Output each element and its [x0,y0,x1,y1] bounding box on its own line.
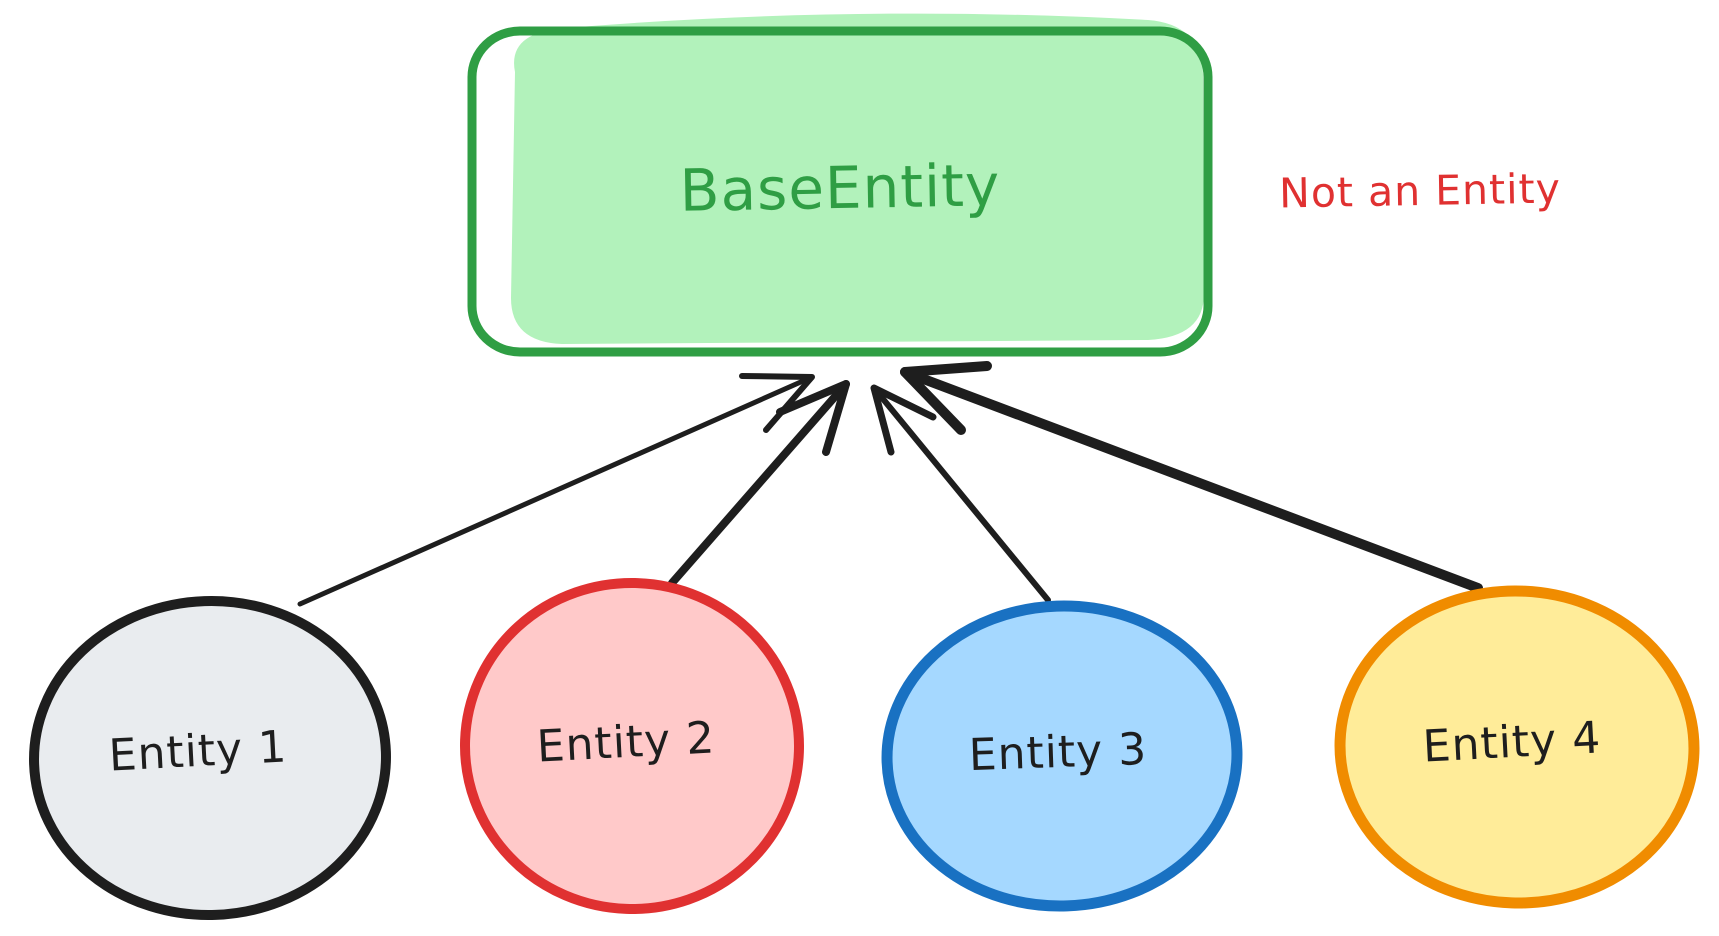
base-entity-node: BaseEntity [467,13,1213,357]
entity2-label: Entity 2 [536,712,717,772]
entity1-label: Entity 1 [108,721,289,781]
annotation-not-an-entity: Not an Entity [1279,165,1561,218]
entity3-node: Entity 3 [881,600,1243,912]
entity3-label: Entity 3 [968,724,1148,781]
entity2-shape [460,577,804,915]
entity4-node: Entity 4 [1334,585,1700,909]
base-entity-fill [511,13,1204,344]
entity2-node: Entity 2 [460,577,804,915]
arrows [297,361,1483,607]
entity3-shape [881,600,1243,912]
base-entity-label: BaseEntity [679,151,1001,225]
entity4-label: Entity 4 [1422,712,1603,772]
entity1-node: Entity 1 [29,595,391,921]
arrow-entity4-to-base [900,361,1483,593]
arrow-entity3-to-base [870,384,1051,603]
arrow-entity1-to-base [297,373,815,607]
arrow-entity2-to-base [668,380,850,587]
entity4-shape [1334,585,1700,909]
entity1-shape [29,595,391,921]
base-entity-border [467,26,1213,357]
